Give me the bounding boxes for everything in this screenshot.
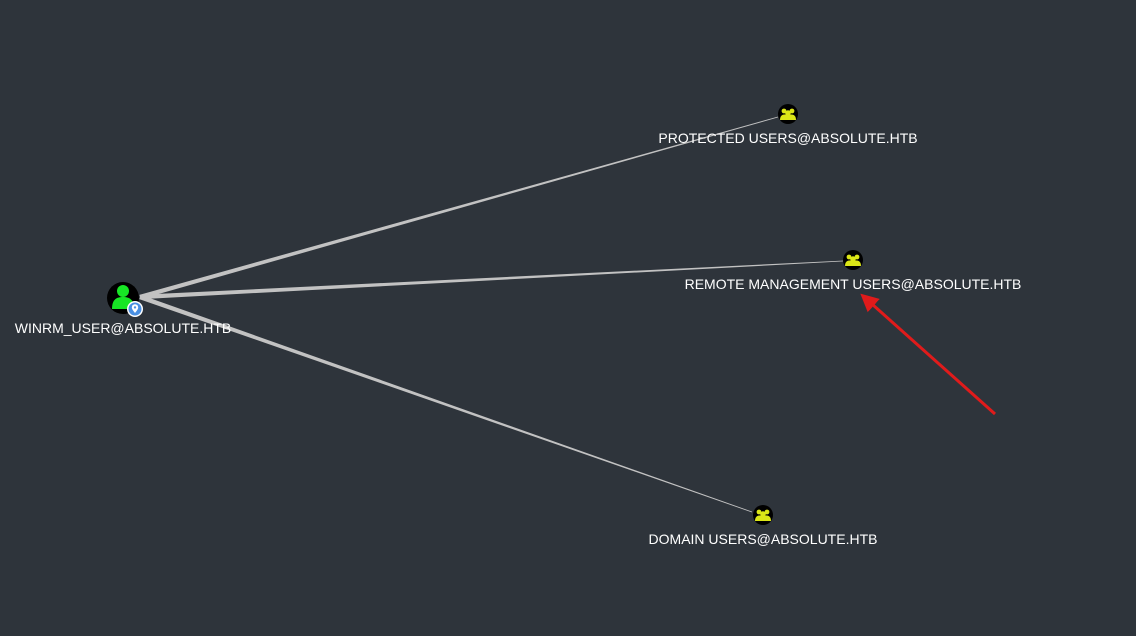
node-winrm-user[interactable]: WINRM_USER@ABSOLUTE.HTB bbox=[15, 282, 231, 336]
edge-winrm-user-to-protected-users[interactable] bbox=[139, 116, 779, 300]
nodes-layer: WINRM_USER@ABSOLUTE.HTB PROTECTED USERS@… bbox=[15, 104, 1022, 547]
node-remote-management-users-label: REMOTE MANAGEMENT USERS@ABSOLUTE.HTB bbox=[685, 276, 1022, 292]
node-domain-users[interactable]: DOMAIN USERS@ABSOLUTE.HTB bbox=[649, 505, 878, 547]
group-icon bbox=[845, 254, 861, 266]
node-protected-users[interactable]: PROTECTED USERS@ABSOLUTE.HTB bbox=[658, 104, 918, 146]
group-icon bbox=[780, 108, 796, 120]
node-remote-management-users[interactable]: REMOTE MANAGEMENT USERS@ABSOLUTE.HTB bbox=[685, 250, 1022, 292]
owned-marker-icon bbox=[127, 301, 143, 317]
annotation-arrow bbox=[860, 293, 996, 416]
node-protected-users-label: PROTECTED USERS@ABSOLUTE.HTB bbox=[658, 130, 917, 146]
node-winrm-user-label: WINRM_USER@ABSOLUTE.HTB bbox=[15, 320, 231, 336]
node-domain-users-label: DOMAIN USERS@ABSOLUTE.HTB bbox=[649, 531, 878, 547]
edge-winrm-user-to-domain-users[interactable] bbox=[139, 294, 753, 513]
edge-winrm-user-to-remote-management-users[interactable] bbox=[139, 260, 844, 300]
group-icon bbox=[755, 509, 771, 521]
edges-layer bbox=[139, 116, 844, 513]
